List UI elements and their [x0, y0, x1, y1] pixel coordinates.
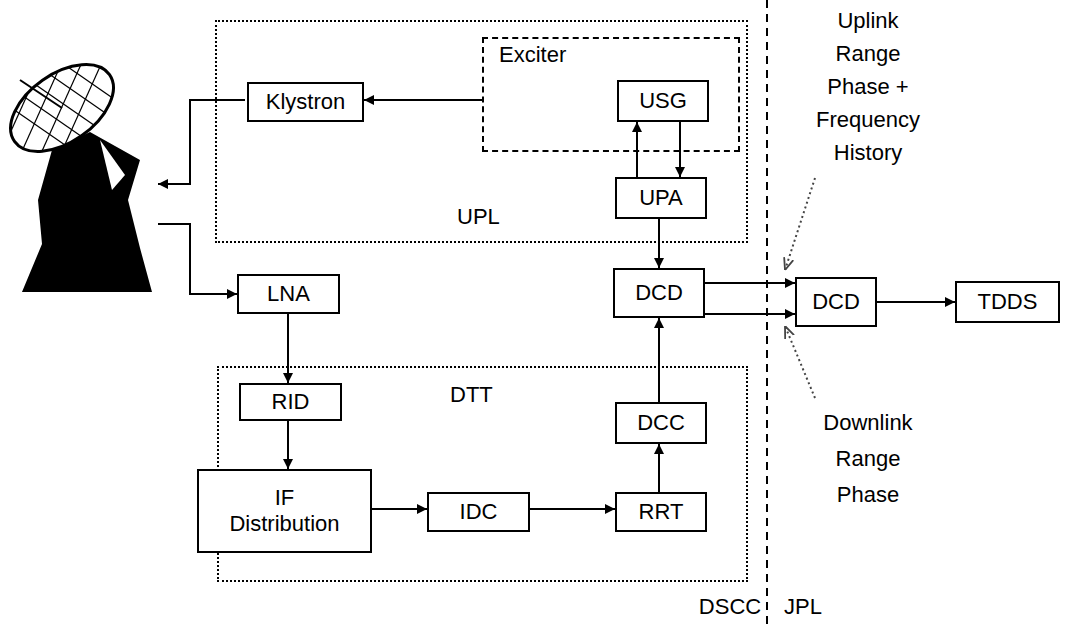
flow-arrow: [636, 122, 638, 177]
flow-arrow: [658, 318, 660, 402]
process-box: DCD: [795, 277, 877, 327]
process-box: UPA: [615, 177, 707, 219]
site-label: DSCC: [697, 594, 763, 620]
flow-arrow: [287, 314, 289, 383]
flow-arrow: [530, 508, 615, 510]
group-title: Exciter: [499, 42, 566, 68]
group-region: DTT RID DCC IF Distribution IDC RRT: [217, 366, 748, 582]
flow-arrow: [877, 301, 955, 303]
process-box: Klystron: [247, 82, 364, 122]
signal-note: Uplink Range Phase + Frequency History: [812, 4, 924, 169]
group-title: DTT: [450, 382, 493, 408]
process-box: DCD: [613, 268, 705, 318]
box-label: UPA: [639, 185, 683, 211]
flow-arrow: [287, 421, 289, 469]
process-box: RID: [239, 383, 342, 421]
process-box: LNA: [237, 274, 340, 314]
antenna-dish: [0, 0, 152, 292]
group-title: UPL: [457, 204, 500, 230]
box-label: IF Distribution: [220, 485, 350, 538]
box-label: LNA: [267, 281, 310, 307]
box-label: DCD: [635, 280, 683, 306]
flow-arrow: [705, 282, 795, 284]
box-label: DCD: [812, 289, 860, 315]
process-box: USG: [617, 80, 709, 122]
box-label: Klystron: [266, 89, 345, 115]
box-label: TDDS: [978, 289, 1038, 315]
feed-line: [158, 224, 237, 294]
leader-arrow: [785, 326, 815, 398]
process-box: IDC: [427, 492, 530, 532]
flow-arrow: [658, 219, 660, 268]
flow-arrow: [372, 508, 427, 510]
process-box: RRT: [615, 492, 707, 532]
leader-arrow: [785, 178, 815, 270]
group-region: UPL ExciterUSG KlystronUPA: [215, 20, 748, 243]
box-label: DCC: [637, 410, 685, 436]
flow-arrow: [705, 313, 795, 315]
process-box: TDDS: [955, 281, 1060, 323]
site-label: JPL: [778, 594, 828, 620]
flow-arrow: [658, 444, 660, 492]
flow-arrow: [364, 99, 482, 101]
flow-arrow: [679, 122, 681, 177]
process-box: IF Distribution: [197, 469, 372, 553]
signal-note: Downlink Range Phase: [812, 405, 924, 513]
box-label: RID: [272, 389, 310, 415]
box-label: USG: [639, 88, 687, 114]
feed-line: [158, 100, 245, 184]
box-label: IDC: [460, 499, 498, 525]
process-box: DCC: [615, 402, 707, 444]
group-region: ExciterUSG: [482, 37, 740, 152]
box-label: RRT: [639, 499, 684, 525]
